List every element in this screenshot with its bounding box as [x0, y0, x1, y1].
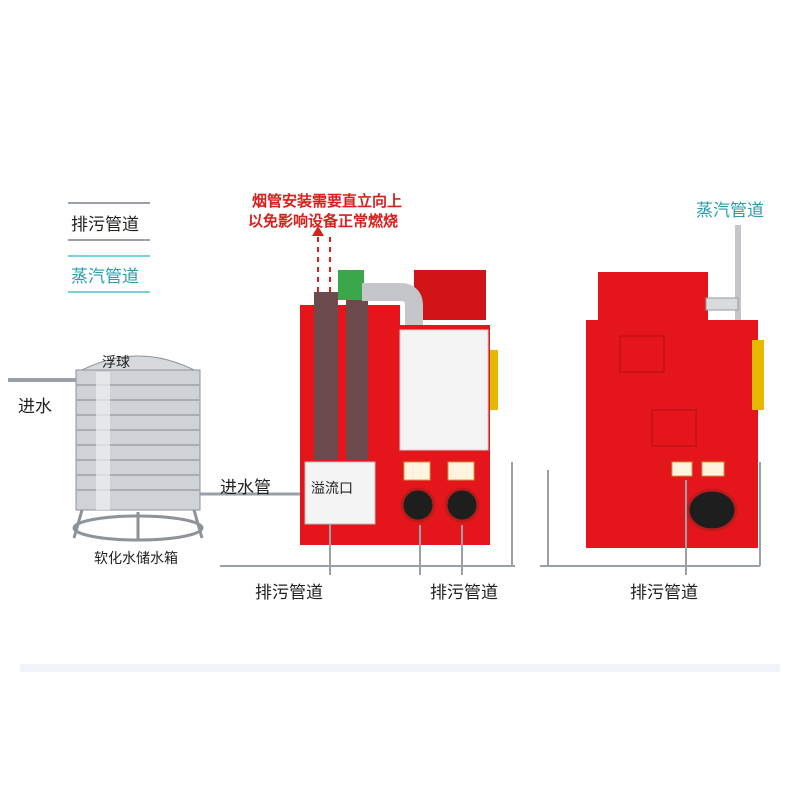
chimney-arrow-head	[312, 226, 324, 236]
right-boiler	[540, 225, 764, 575]
left-boiler-door	[399, 329, 489, 451]
bottom-band	[20, 664, 780, 672]
left-boiler-burner-1	[400, 487, 436, 523]
legend	[68, 202, 150, 293]
chimney-note-line-1: 烟管安装需要直立向上	[252, 192, 403, 210]
water-in-label: 进水	[18, 397, 52, 417]
right-boiler-gauge	[752, 340, 764, 410]
left-boiler	[220, 226, 515, 575]
overflow-label: 溢流口	[311, 481, 353, 497]
overflow-box	[304, 461, 376, 525]
left-boiler-label-1	[403, 461, 431, 481]
right-boiler-burner	[686, 488, 738, 532]
tank-label: 软化水储水箱	[94, 551, 178, 567]
drain-label-3: 排污管道	[630, 583, 698, 603]
chimney-right	[346, 300, 368, 460]
right-boiler-panel-1	[619, 335, 665, 373]
water-storage-tank	[8, 355, 305, 542]
drain-label-1: 排污管道	[255, 583, 323, 603]
flue-elbow	[362, 283, 423, 325]
left-boiler-top-hood	[414, 270, 486, 320]
chimney-left	[314, 292, 338, 460]
left-boiler-burner-2	[444, 487, 480, 523]
right-boiler-label-2	[701, 461, 725, 477]
left-boiler-gauge	[490, 350, 498, 410]
float-ball-label: 浮球	[102, 355, 130, 371]
chimney-note-line-2: 以免影响设备正常燃烧	[248, 212, 399, 230]
steam-pipe-label: 蒸汽管道	[696, 201, 764, 221]
tank-highlight	[96, 372, 110, 510]
legend-drain-label: 排污管道	[71, 215, 139, 235]
legend-steam-label: 蒸汽管道	[71, 267, 139, 287]
tank-stand	[72, 509, 204, 542]
right-boiler-panel-2	[651, 409, 697, 447]
green-blower	[338, 270, 364, 300]
left-boiler-label-2	[447, 461, 475, 481]
water-in-pipe-label: 进水管	[220, 478, 271, 498]
steam-valve	[705, 297, 739, 311]
right-boiler-top	[598, 272, 708, 320]
right-boiler-label-1	[671, 461, 693, 477]
drain-label-2: 排污管道	[430, 583, 498, 603]
